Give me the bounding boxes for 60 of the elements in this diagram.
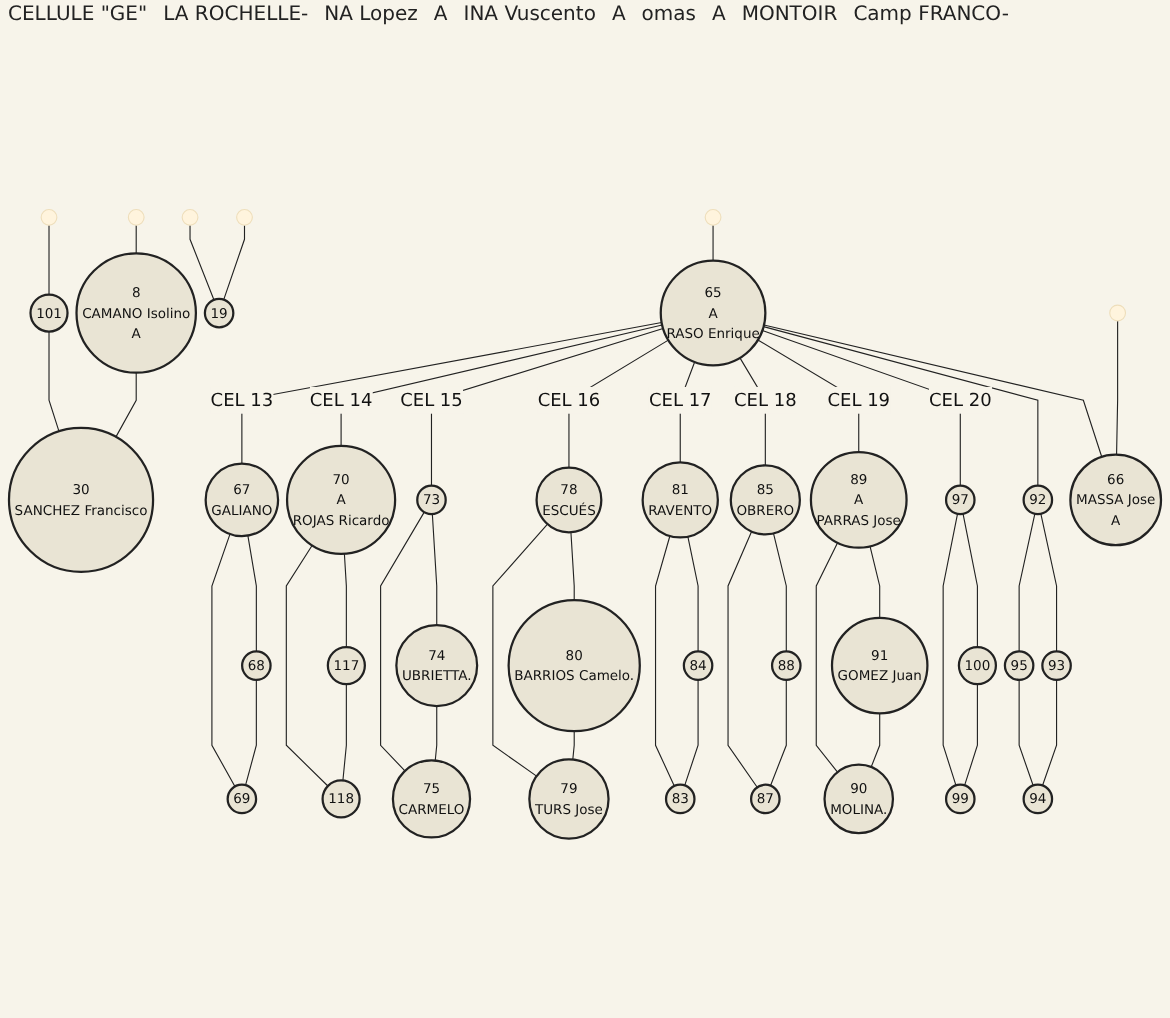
connector	[712, 224, 714, 262]
connector	[870, 712, 881, 768]
connector	[964, 683, 978, 786]
connector	[1018, 513, 1036, 652]
connector	[115, 372, 137, 438]
edge-label: CEL 19	[827, 389, 891, 411]
connector	[763, 326, 1039, 487]
connector	[223, 224, 246, 301]
connector	[962, 513, 978, 648]
edge-label: CEL 18	[734, 389, 797, 411]
connector	[431, 513, 438, 626]
connector	[727, 531, 758, 788]
connector	[572, 730, 575, 761]
edge-label: CEL 13	[210, 389, 274, 411]
connector	[245, 679, 257, 786]
connector	[343, 553, 347, 648]
connector	[241, 322, 663, 465]
place-label: Camp FRANCO-	[853, 4, 1009, 26]
connector	[763, 324, 1103, 458]
connector	[48, 224, 50, 296]
connector	[815, 542, 839, 773]
connector	[135, 224, 137, 254]
connector	[1040, 513, 1058, 652]
edge-label: CEL 15	[400, 389, 463, 411]
place-label: LA ROCHELLE-	[163, 4, 309, 26]
connector	[247, 535, 257, 652]
connector	[942, 513, 959, 786]
connector	[434, 705, 438, 762]
place-label: omas	[641, 4, 696, 26]
edge-label: CEL 17	[648, 389, 712, 411]
connector	[492, 523, 549, 777]
connector	[380, 511, 425, 772]
connector	[1018, 679, 1034, 787]
connector	[684, 679, 699, 786]
place-label: A	[711, 4, 726, 26]
place-label: A	[611, 4, 626, 26]
connector	[211, 533, 236, 788]
connector	[761, 329, 961, 487]
edge-label: CEL 20	[928, 389, 992, 411]
place-label: A	[433, 4, 448, 26]
edge-label: CEL 14	[309, 389, 373, 411]
connector	[285, 544, 329, 787]
connector	[430, 327, 664, 487]
connector	[342, 683, 347, 782]
place-label: CELLULE "GE"	[8, 4, 148, 26]
connector	[340, 324, 663, 447]
connector	[687, 536, 699, 652]
connector	[869, 545, 881, 619]
connector	[189, 224, 215, 301]
connector	[570, 531, 575, 601]
place-label: INA Vuscento	[463, 4, 596, 26]
place-label: MONTOIR	[741, 4, 838, 26]
connector	[772, 532, 787, 652]
connector	[769, 679, 787, 787]
edge-label: CEL 16	[537, 389, 601, 411]
place-label: NA Lopez	[324, 4, 418, 26]
connector	[1116, 320, 1119, 456]
connector	[48, 331, 60, 432]
connector	[655, 535, 675, 787]
connector	[1041, 679, 1058, 787]
